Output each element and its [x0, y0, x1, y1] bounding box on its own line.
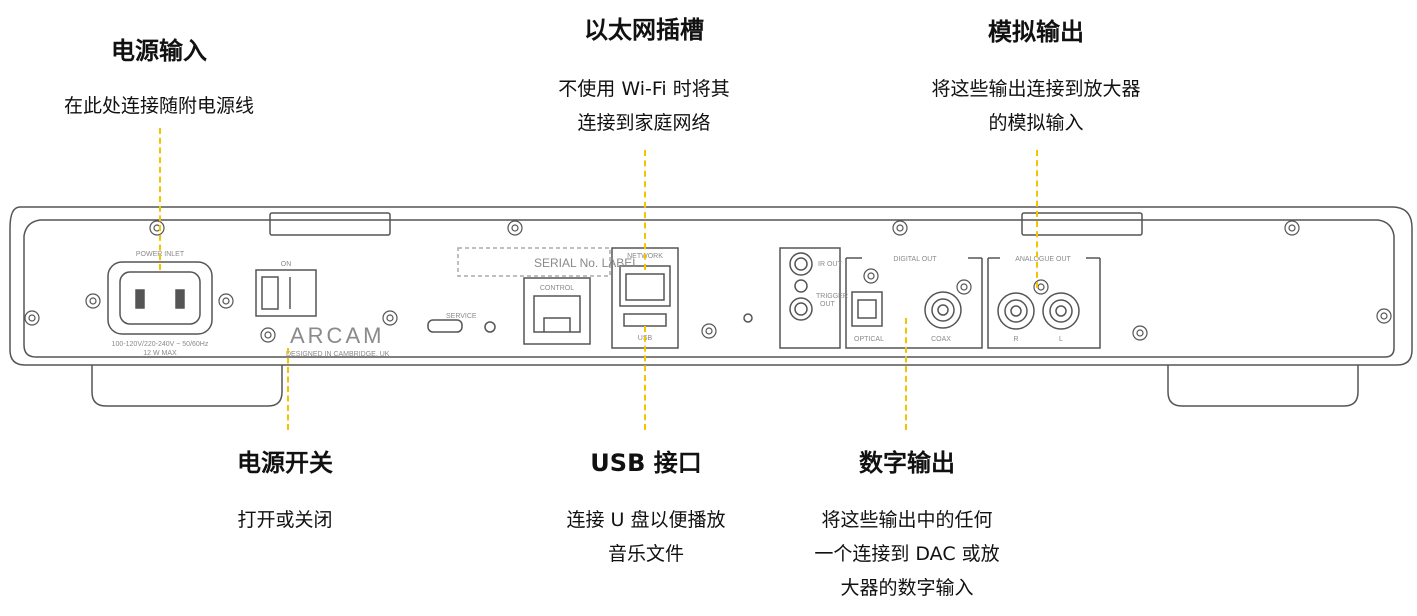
- digital-out-frame: [845, 258, 983, 349]
- trigger-out-label: OUT: [820, 301, 836, 308]
- leader-analogue-out: [1036, 150, 1038, 288]
- trigger-frame: [779, 247, 841, 349]
- service-label: SERVICE: [446, 313, 477, 320]
- callout-desc-usb: 连接 U 盘以便播放 音乐文件: [566, 509, 726, 565]
- leader-power-inlet: [159, 128, 161, 270]
- callout-desc-digital-out: 将这些输出中的任何 一个连接到 DAC 或放 大器的数字输入: [814, 509, 1000, 599]
- trigger-label: TRIGGER: [816, 293, 848, 300]
- analogue-out-label: ANALOGUE OUT: [1015, 256, 1071, 263]
- coax-port: [924, 291, 962, 329]
- callout-desc-power-switch: 打开或关闭: [237, 509, 333, 531]
- top-slot-right: [1021, 212, 1143, 236]
- digital-out-label: DIGITAL OUT: [893, 256, 937, 263]
- callout-desc-power-inlet: 在此处连接随附电源线: [63, 95, 255, 117]
- callout-title-usb: USB 接口: [590, 449, 702, 477]
- callout-desc-analogue-out: 将这些输出连接到放大器 的模拟输入: [931, 78, 1141, 134]
- top-slot-left: [269, 212, 391, 236]
- callout-title-power-inlet: 电源输入: [111, 37, 207, 65]
- on-label: ON: [281, 261, 292, 268]
- control-label: CONTROL: [540, 285, 574, 292]
- usb-port: [623, 313, 667, 327]
- right-foot: [1167, 365, 1359, 407]
- control-port-frame: [523, 277, 591, 345]
- ir-out-label: IR OUT: [818, 261, 842, 268]
- l-label: L: [1059, 336, 1063, 343]
- power-switch: [255, 269, 317, 317]
- tagline-label: DESIGNED IN CAMBRIDGE, UK: [286, 351, 390, 358]
- chassis-inner: [23, 219, 1395, 358]
- analogue-l-port: [1042, 292, 1080, 330]
- chassis-outer: [9, 206, 1413, 366]
- serial-label: SERIAL No. LABEL: [534, 256, 639, 270]
- service-port: [427, 319, 463, 333]
- left-foot: [91, 365, 283, 407]
- callout-title-ethernet: 以太网插槽: [584, 16, 704, 44]
- screws: [24, 220, 1392, 343]
- optical-port: [851, 291, 883, 327]
- coax-label: COAX: [931, 336, 951, 343]
- brand-logo: ARCAM: [290, 323, 384, 348]
- callout-title-power-switch: 电源开关: [237, 449, 333, 477]
- leader-power-switch: [287, 348, 289, 430]
- leader-usb: [644, 326, 646, 430]
- power-inlet-body: [107, 261, 213, 335]
- callout-title-digital-out: 数字输出: [859, 449, 955, 477]
- leader-digital-out: [905, 318, 907, 430]
- voltage-label: 100-120V/220-240V ~ 50/60Hz: [112, 341, 209, 348]
- analogue-out-frame: [987, 258, 1101, 349]
- r-label: R: [1013, 336, 1018, 343]
- serial-label-box: [457, 247, 611, 277]
- optical-label: OPTICAL: [854, 336, 884, 343]
- analogue-r-port: [997, 292, 1035, 330]
- power-inlet-socket: [119, 271, 201, 325]
- watts-label: 12 W MAX: [143, 350, 177, 357]
- callout-title-analogue-out: 模拟输出: [988, 18, 1084, 46]
- callout-desc-ethernet: 不使用 Wi-Fi 时将其 连接到家庭网络: [558, 78, 730, 134]
- leader-ethernet: [644, 150, 646, 270]
